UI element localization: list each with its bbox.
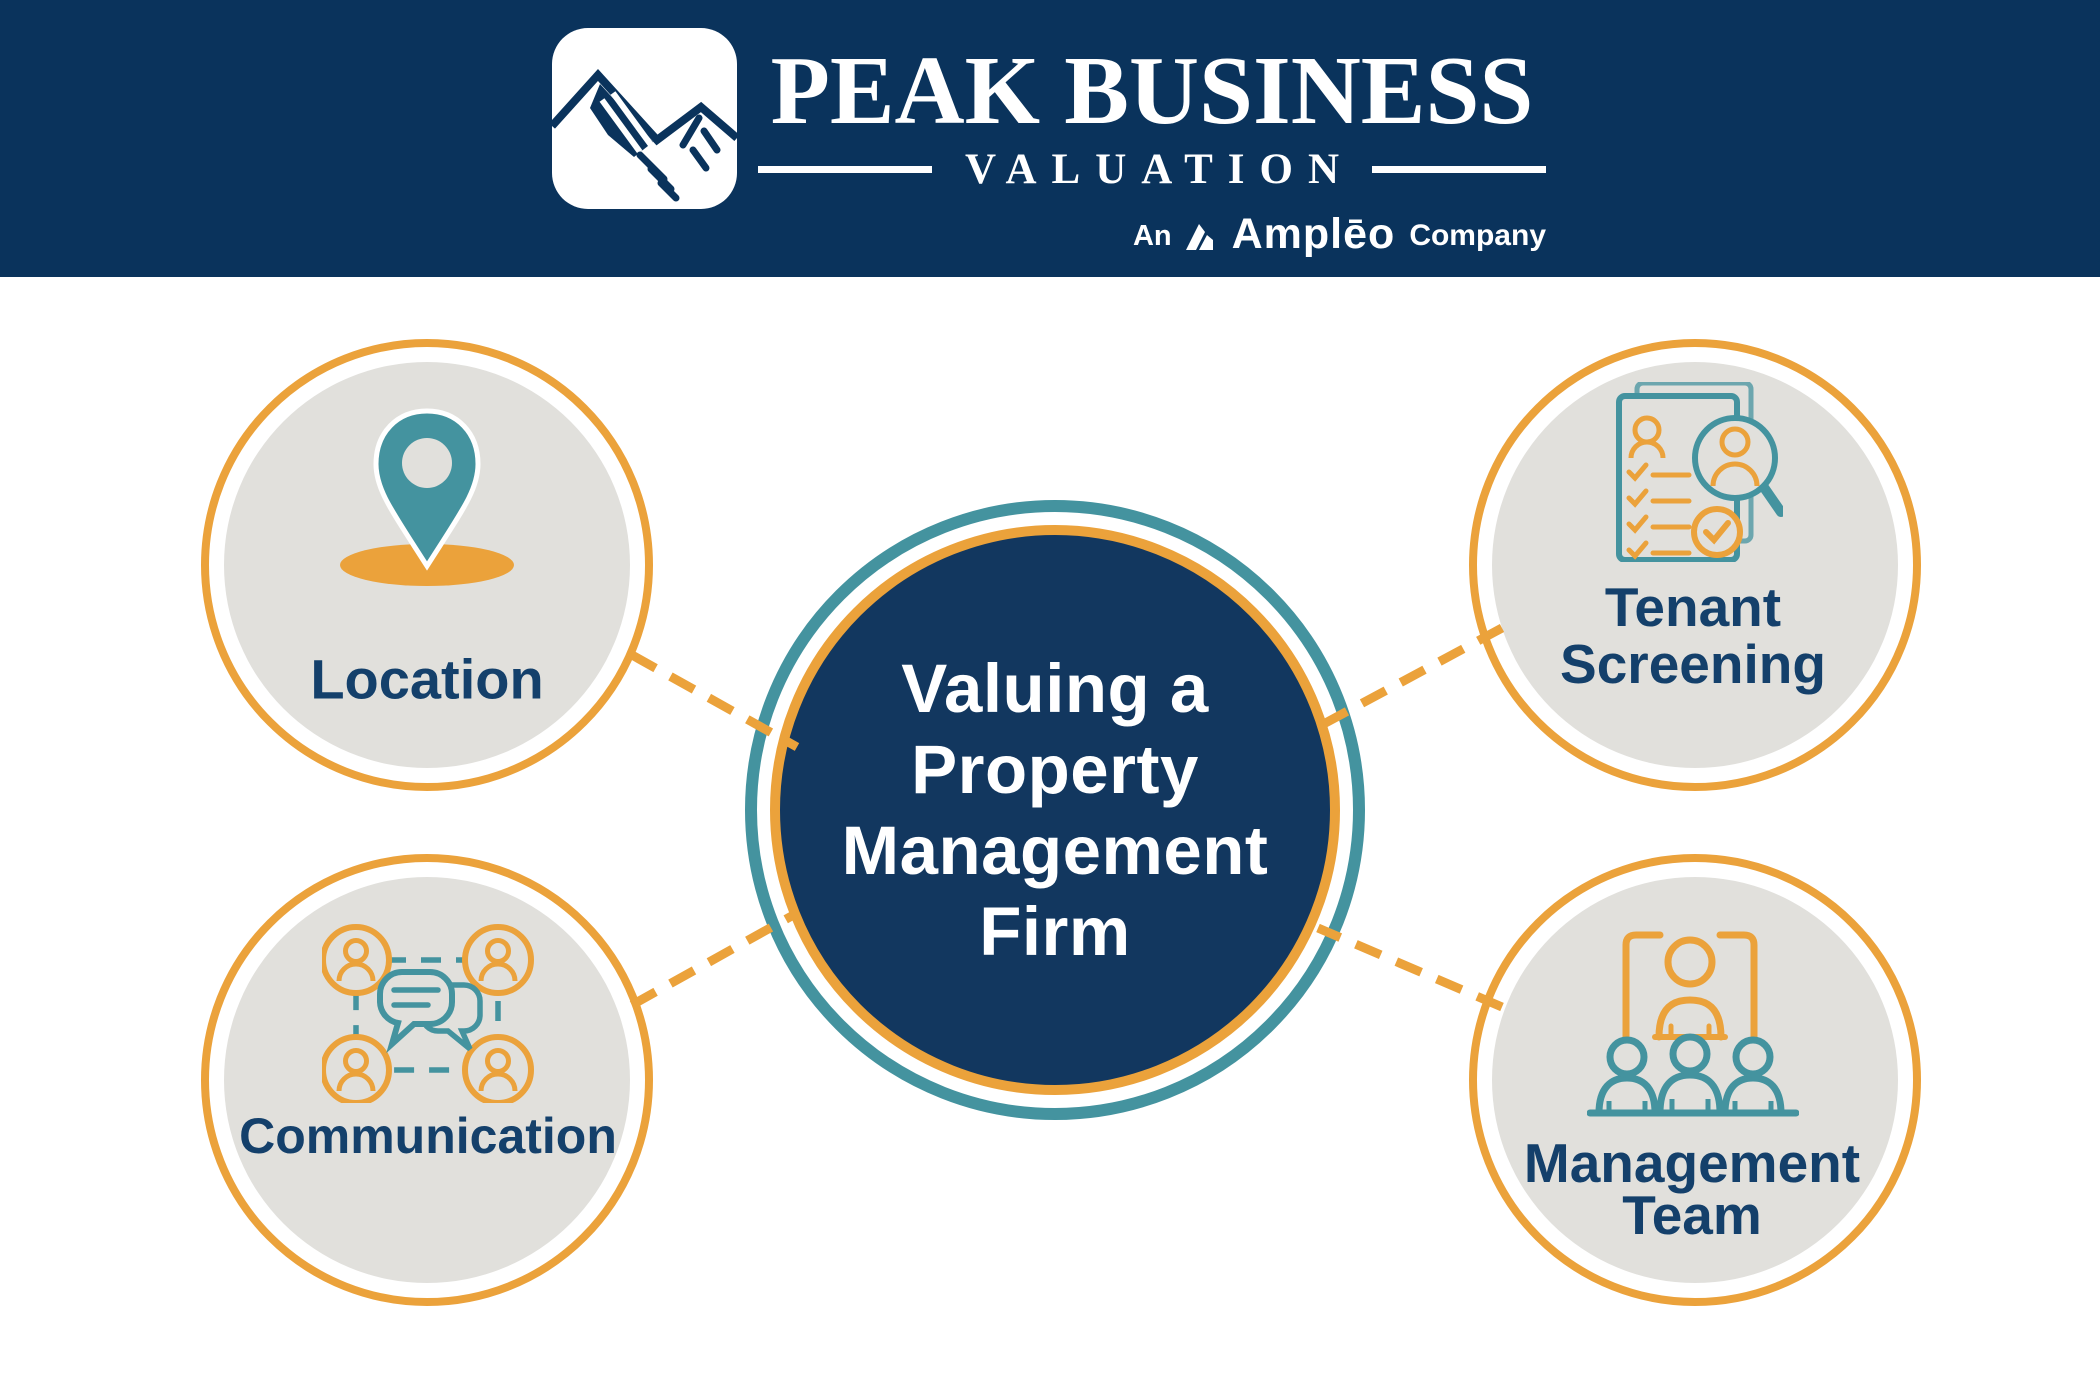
chat-bubbles-icon: [377, 969, 483, 1054]
label-line: Tenant: [1604, 576, 1782, 638]
mountain-logo-icon: [552, 69, 737, 202]
tenant-screening-icon: [1616, 382, 1783, 562]
node-label-communication: Communication: [239, 1107, 617, 1165]
tagline-suffix: Company: [1409, 219, 1546, 252]
ampleo-logo-icon: [1185, 224, 1213, 250]
hub-circle: Valuing a Property Management Firm: [745, 500, 1365, 1120]
label-line: Communication: [239, 1108, 617, 1164]
brand-subtitle-row: VALUATION: [758, 146, 1547, 193]
tagline-prefix: An: [1132, 219, 1172, 252]
label-line: Screening: [1560, 633, 1826, 695]
right-rule: [1372, 165, 1547, 173]
node-label-location: Location: [310, 647, 543, 712]
hub-title-line: Firm: [979, 893, 1131, 970]
tagline: An Amplēo Company: [758, 209, 1546, 260]
hub-title-line: Management: [841, 812, 1269, 889]
hub-title-line: Valuing a: [901, 650, 1209, 727]
hub-inner-circle: Valuing a Property Management Firm: [770, 525, 1340, 1095]
node-label-management-team: Management Team: [1523, 1132, 1861, 1246]
hub-title: Valuing a Property Management Firm: [842, 648, 1269, 972]
node-circle-management-team: [1469, 854, 1921, 1306]
tagline-brand: Amplēo: [1231, 209, 1396, 258]
peak-logo: [552, 28, 737, 209]
management-team-icon: [1587, 931, 1799, 1117]
node-circle-communication: [201, 854, 653, 1306]
node-fill: [224, 877, 630, 1283]
label-line: Management: [1523, 1132, 1861, 1194]
brand-subtitle: VALUATION: [964, 145, 1355, 193]
connector-management-hub: [1316, 923, 1504, 1012]
label-line: Team: [1622, 1184, 1762, 1246]
label-line: Location: [310, 647, 544, 711]
map-pin-icon: [340, 408, 514, 586]
header-banner: PEAK BUSINESS VALUATION An Amplēo Compan…: [0, 0, 2100, 277]
left-rule: [758, 165, 932, 173]
communication-icon: [322, 924, 534, 1103]
hub-title-line: Property: [911, 731, 1199, 808]
brand-name: PEAK BUSINESS: [770, 37, 1534, 144]
node-label-tenant-screening: Tenant Screening: [1560, 579, 1826, 693]
